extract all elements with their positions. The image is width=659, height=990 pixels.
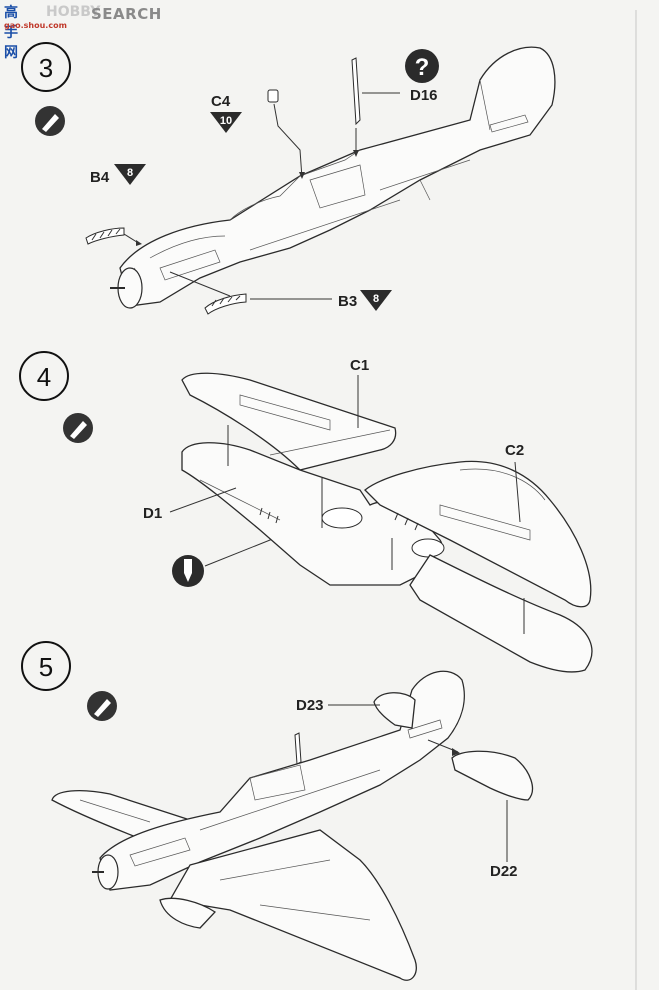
part-d16: D16 <box>351 57 438 157</box>
part-d1: D1 <box>143 425 445 586</box>
fuselage-side-view <box>110 46 556 309</box>
step-4: 4 C1 D1 <box>19 351 593 673</box>
glue-icon <box>35 106 65 136</box>
watermark-search: SEARCH <box>91 5 162 23</box>
label-d1: D1 <box>143 505 162 522</box>
svg-text:?: ? <box>415 54 430 81</box>
badge-b4 <box>114 164 146 185</box>
badge-c4 <box>210 112 242 133</box>
step-3-number-text: 3 <box>39 53 53 83</box>
watermark-url: gao.shou.com <box>4 21 67 30</box>
step-3-number: 3 <box>21 42 71 92</box>
label-c4: C4 <box>211 93 231 110</box>
label-d22: D22 <box>490 863 518 880</box>
part-c4: C4 10 <box>210 89 305 179</box>
part-d23: D23 <box>296 697 460 756</box>
step-4-number-text: 4 <box>37 362 51 392</box>
step-5-number-text: 5 <box>39 652 53 682</box>
part-b4: B4 8 <box>85 164 146 246</box>
label-c2: C2 <box>505 442 524 459</box>
part-b3: B3 8 <box>169 271 392 315</box>
step-5: 5 <box>21 641 533 981</box>
question-icon: ? <box>405 49 439 83</box>
watermark-ghost: HOBBY <box>46 4 101 20</box>
badge-c4-text: 10 <box>220 115 232 127</box>
badge-b3-text: 8 <box>373 293 379 305</box>
glue-icon <box>63 413 93 443</box>
badge-b4-text: 8 <box>127 167 133 179</box>
watermark-cn: ⾼⼿⽹ <box>4 5 18 61</box>
badge-b3 <box>360 290 392 311</box>
step-5-number: 5 <box>21 641 71 691</box>
paint-icon <box>172 555 204 587</box>
label-c1: C1 <box>350 357 369 374</box>
label-b3: B3 <box>338 293 357 310</box>
part-d22: D22 <box>490 800 518 880</box>
step-3: 3 ? <box>21 42 556 315</box>
completed-airplane <box>51 670 533 981</box>
label-b4: B4 <box>90 169 110 186</box>
glue-icon <box>87 691 117 721</box>
part-c2: C2 <box>364 442 593 673</box>
step-4-number: 4 <box>19 351 69 401</box>
label-d23: D23 <box>296 697 324 714</box>
label-d16: D16 <box>410 87 438 104</box>
part-c1: C1 <box>181 357 397 471</box>
